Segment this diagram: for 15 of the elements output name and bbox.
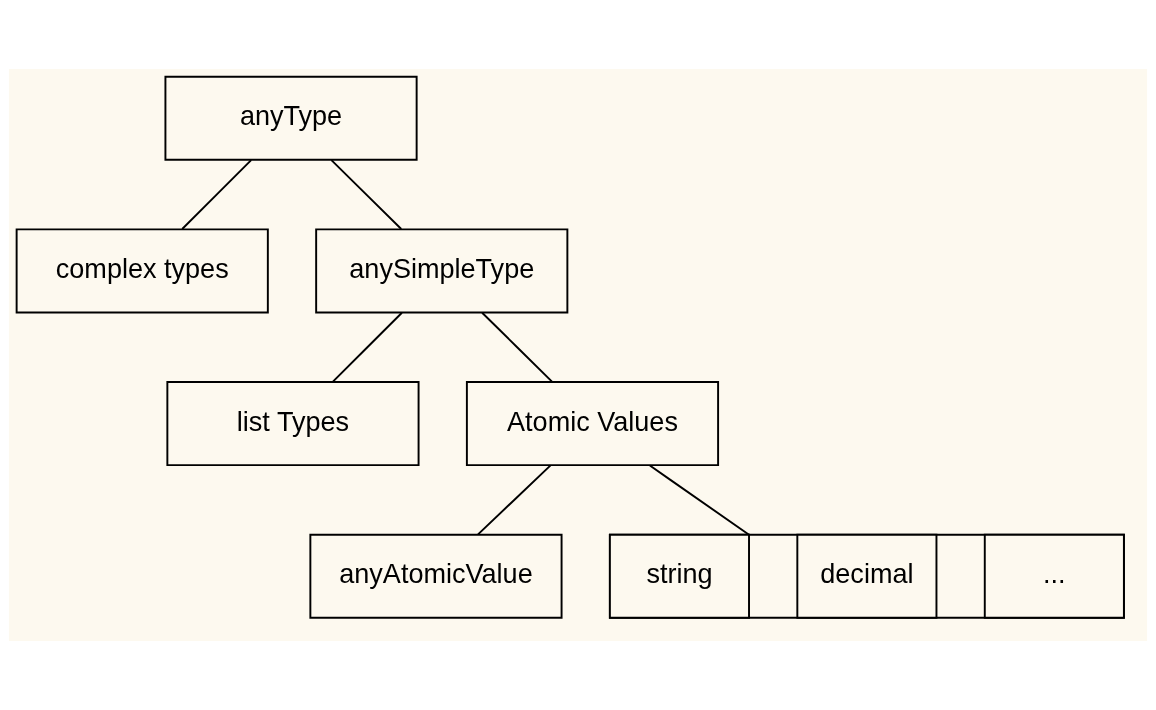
node-box: string [608, 533, 750, 619]
node-box: anyType [164, 75, 418, 161]
node-box: complex types [15, 228, 269, 314]
node-box: ... [983, 533, 1125, 619]
connector [330, 159, 403, 230]
node-box: Atomic Values [465, 381, 720, 467]
connector [181, 159, 253, 230]
node-box: anyAtomicValue [309, 533, 563, 619]
connector [481, 311, 553, 383]
node-box: decimal [796, 533, 938, 619]
connector [648, 464, 750, 536]
node-box: anySimpleType [315, 228, 569, 314]
connector [477, 464, 552, 536]
connector [332, 311, 403, 383]
node-box: list Types [166, 381, 420, 467]
